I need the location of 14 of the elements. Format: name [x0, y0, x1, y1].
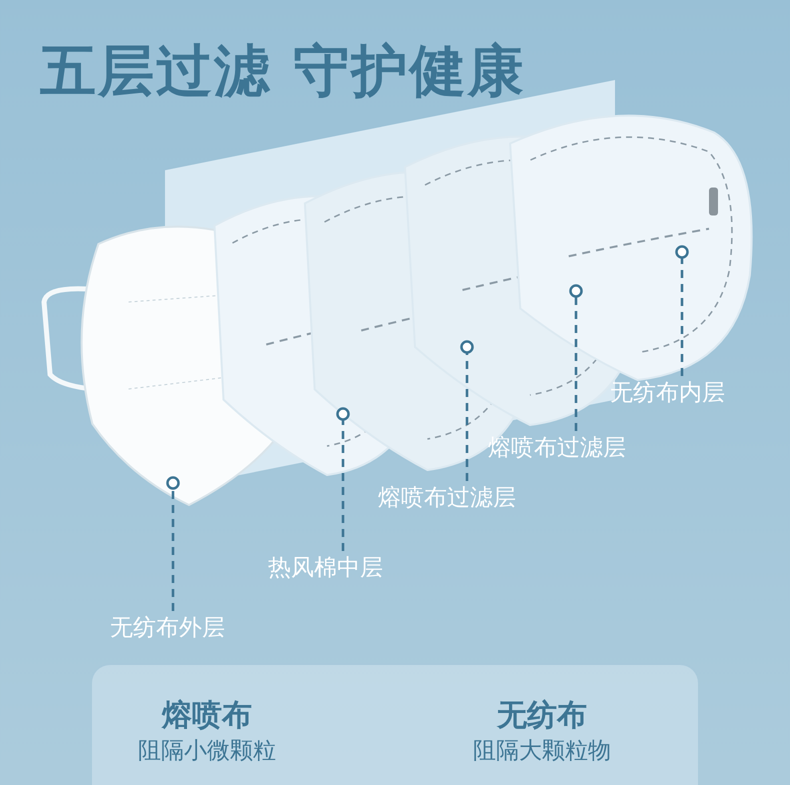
material-description: 阻隔小微颗粒	[137, 737, 277, 766]
layer-label: 热风棉中层	[268, 553, 383, 583]
leader-line	[336, 407, 350, 551]
leader-line	[166, 476, 180, 611]
material-name: 熔喷布	[160, 697, 253, 735]
layer-label: 无纺布内层	[610, 378, 725, 408]
material-description: 阻隔大颗粒物	[472, 737, 612, 766]
layer-label: 熔喷布过滤层	[488, 433, 626, 463]
leader-line	[460, 340, 474, 481]
layer-label: 熔喷布过滤层	[378, 483, 516, 513]
layer-label: 无纺布外层	[110, 613, 225, 643]
leader-line	[569, 284, 583, 431]
title: 五层过滤 守护健康	[40, 38, 526, 106]
material-name: 无纺布	[496, 697, 588, 735]
